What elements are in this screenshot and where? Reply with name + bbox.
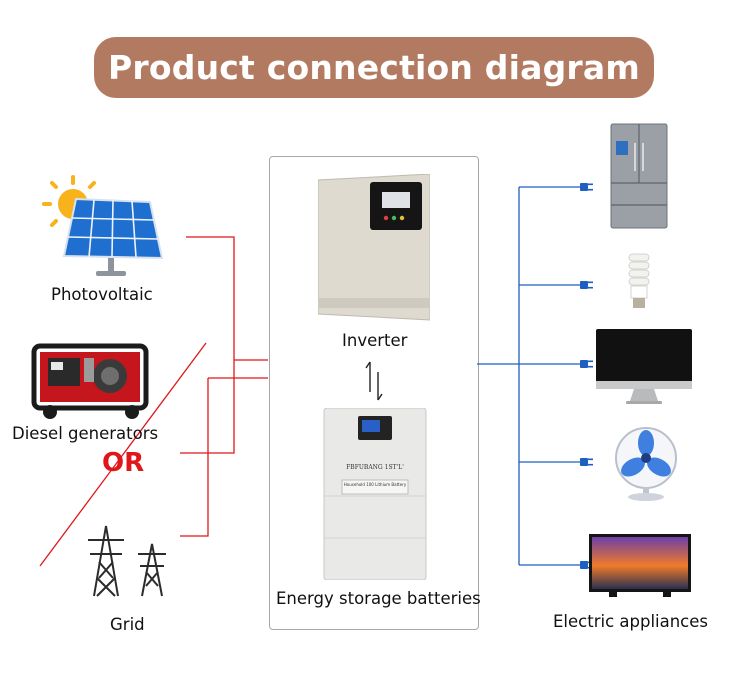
diagram-title: Product connection diagram	[108, 48, 640, 87]
diesel-generators-label: Diesel generators	[12, 424, 159, 443]
energy-storage-batteries-label: Energy storage batteries	[276, 589, 481, 608]
monitor-icon	[596, 329, 692, 404]
battery-plate: Household 100 Lithium Battery	[343, 482, 407, 487]
battery-brand: FBFUBANG 1ST'L'	[346, 464, 404, 471]
fan-icon	[615, 427, 677, 501]
battery-icon: FBFUBANG 1ST'L' Household 100 Lithium Ba…	[322, 408, 428, 580]
source-bus-wire	[180, 236, 235, 454]
electric-appliances-label: Electric appliances	[553, 612, 709, 631]
grid-wire	[180, 378, 209, 537]
plugs	[580, 183, 593, 569]
or-label: OR	[102, 448, 145, 478]
inverter-label: Inverter	[342, 331, 408, 350]
diesel-generator-icon	[31, 343, 149, 419]
solar-panel-icon	[42, 175, 163, 276]
photovoltaic-label: Photovoltaic	[51, 285, 153, 304]
grid-tower-icon	[88, 525, 166, 597]
plug-icon	[580, 281, 593, 289]
plug-icon	[580, 183, 593, 191]
bulb-icon	[628, 253, 650, 308]
title-banner: Product connection diagram	[94, 37, 654, 98]
battery-body	[323, 408, 427, 580]
source-wires	[39, 236, 268, 567]
inverter-icon	[318, 174, 430, 321]
bidirectional-arrow-icon	[365, 361, 383, 401]
plug-icon	[580, 360, 593, 368]
or-divider-line	[39, 342, 207, 567]
plug-icon	[580, 458, 593, 466]
appliance-wires	[477, 186, 580, 566]
refrigerator-icon	[610, 123, 668, 229]
grid-label: Grid	[110, 615, 145, 634]
tv-icon	[589, 534, 691, 597]
